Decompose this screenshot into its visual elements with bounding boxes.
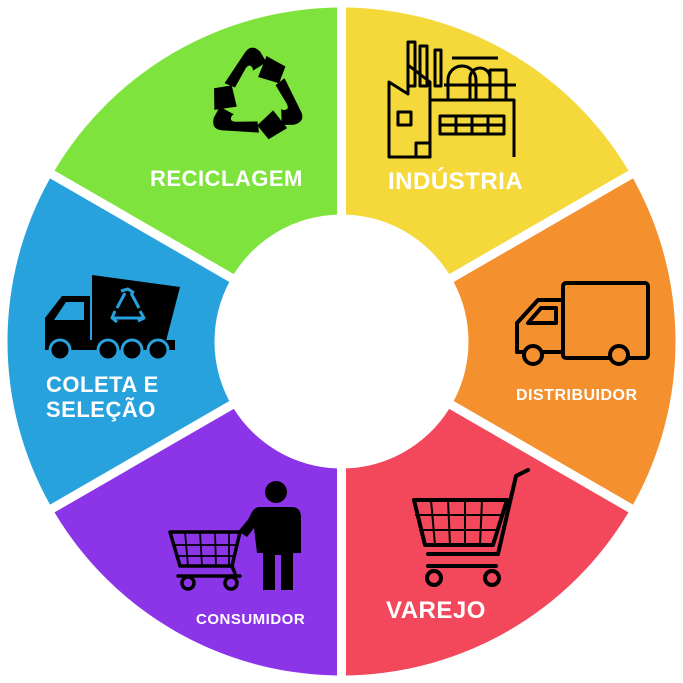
segment-label-coleta-line2: SELEÇÃO xyxy=(46,397,156,422)
segment-label-consumidor: CONSUMIDOR xyxy=(196,611,305,628)
factory-icon xyxy=(387,40,516,159)
segment-label-industria: INDÚSTRIA xyxy=(388,167,523,195)
recycling-truck-icon xyxy=(45,275,180,362)
delivery-truck-icon xyxy=(515,281,650,366)
segment-label-coleta-line1: COLETA E xyxy=(46,372,159,397)
segment-industria xyxy=(346,7,629,275)
shopping-cart-icon xyxy=(412,468,530,587)
recycle-icon xyxy=(213,47,303,140)
segment-label-varejo: VAREJO xyxy=(386,597,486,624)
segment-label-distribuidor: DISTRIBUIDOR xyxy=(516,387,638,404)
shopper-with-cart-icon xyxy=(168,481,301,591)
segment-label-reciclagem: RECICLAGEM xyxy=(150,166,303,191)
segment-consumidor xyxy=(54,408,338,676)
segment-varejo xyxy=(346,408,629,676)
